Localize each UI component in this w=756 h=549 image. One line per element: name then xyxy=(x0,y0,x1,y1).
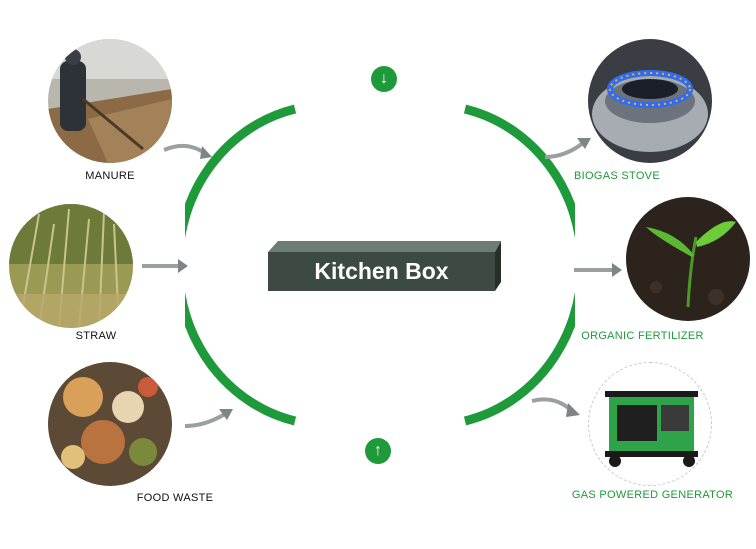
straw-photo-icon xyxy=(9,204,133,328)
kitchen-box-title: Kitchen Box xyxy=(314,258,449,284)
cycle-ring-left-arc xyxy=(185,104,297,426)
input-label-straw: STRAW xyxy=(75,330,117,342)
generator-arrow-icon xyxy=(531,397,580,417)
manure-arrow-icon xyxy=(163,143,212,159)
straw-arrow-icon xyxy=(142,259,188,273)
food-waste-arrow-icon xyxy=(184,409,233,428)
output-label-biogas-stove: BIOGAS STOVE xyxy=(574,170,660,182)
kitchen-box-shape xyxy=(268,241,501,291)
food-waste-photo-icon xyxy=(48,362,172,486)
biogas-stove-arrow-icon xyxy=(544,138,591,159)
output-label-organic-fertilizer: ORGANIC FERTILIZER xyxy=(581,330,704,342)
organic-fertilizer-arrow-icon xyxy=(574,263,622,277)
output-label-gas-powered-generator: GAS POWERED GENERATOR xyxy=(571,489,734,501)
manure-photo-icon xyxy=(48,39,172,163)
up-arrow-icon: ↑ xyxy=(365,438,391,464)
input-label-food-waste: FOOD WASTE xyxy=(136,492,214,504)
organic-fertilizer-photo-icon xyxy=(626,197,750,321)
cycle-ring xyxy=(185,104,575,426)
down-arrow-icon: ↓ xyxy=(371,66,397,92)
generator-photo-icon xyxy=(588,362,712,486)
cycle-ring-right-arc xyxy=(463,104,575,426)
input-label-manure: MANURE xyxy=(85,170,135,182)
biogas-stove-photo-icon xyxy=(588,39,712,163)
